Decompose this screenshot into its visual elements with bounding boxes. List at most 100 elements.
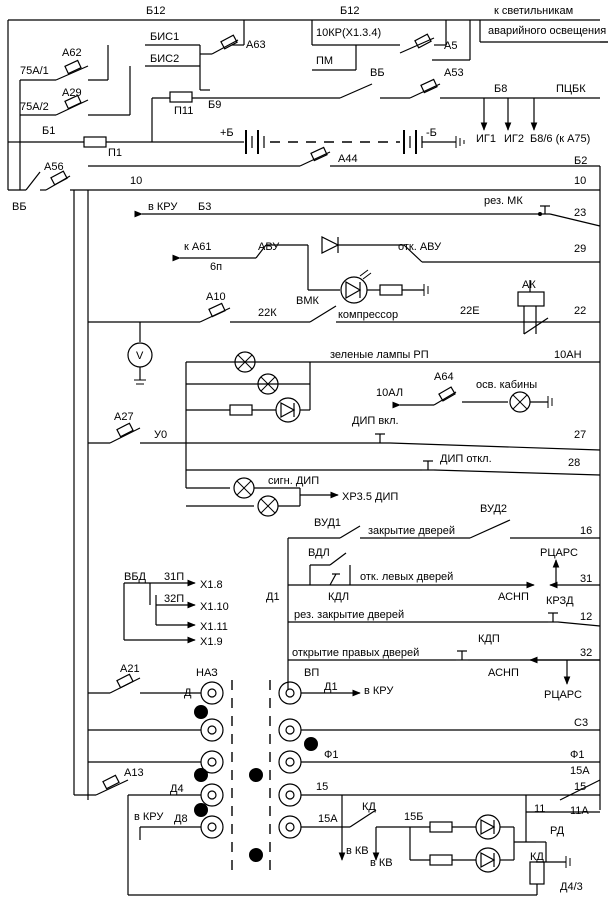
label-w15a-mid: 15А	[318, 813, 338, 825]
label-w32p: 32П	[164, 593, 184, 605]
label-d1-mid: Д1	[324, 681, 338, 693]
label-volt: V	[136, 350, 144, 362]
label-minus-b: -Б	[426, 127, 437, 139]
label-c3: С3	[574, 717, 588, 729]
label-b9: Б9	[208, 99, 221, 111]
top-bus-section	[7, 19, 608, 191]
vbd-block	[123, 579, 196, 644]
label-w10al: 10АЛ	[376, 387, 403, 399]
label-x19: Х1.9	[200, 636, 223, 648]
label-green-lamps: зеленые лампы РП	[330, 349, 429, 361]
label-avu: АВУ	[258, 241, 280, 253]
label-d-left: Д	[184, 687, 192, 699]
main-bus-10	[73, 166, 601, 810]
line-22	[88, 280, 600, 385]
label-p1: П1	[108, 147, 122, 159]
label-x110: Х1.10	[200, 601, 229, 613]
label-compressor: компрессор	[338, 309, 398, 321]
label-w31: 31	[580, 573, 592, 585]
label-w15-right: 15	[574, 781, 586, 793]
label-b12-right: Б12	[340, 5, 359, 17]
doors-section	[287, 519, 601, 690]
label-w15b: 15Б	[404, 811, 423, 823]
label-to-a61: к А61	[184, 241, 211, 253]
label-w11a: 11А	[570, 805, 589, 817]
label-rcars-top: РЦАРС	[540, 547, 578, 559]
label-kr: 10КР(Х1.3.4)	[316, 27, 381, 39]
label-to-kru-2: в КРУ	[364, 685, 394, 697]
label-d4-3: Д4/3	[560, 881, 583, 893]
label-vb-left: ВБ	[12, 201, 27, 213]
label-p11: П11	[174, 105, 193, 117]
label-w23: 23	[574, 207, 586, 219]
label-rd: РД	[550, 825, 565, 837]
label-ak: АК	[522, 279, 536, 291]
label-w22k: 22К	[258, 307, 277, 319]
label-ig2: ИГ2	[504, 133, 524, 145]
label-cab-light: осв. кабины	[476, 379, 537, 391]
label-d8: Д8	[174, 813, 188, 825]
label-w28: 28	[568, 457, 580, 469]
label-vmk: ВМК	[296, 295, 320, 307]
label-to-kv-1: в КВ	[346, 845, 369, 857]
labels: Б12 Б12 к светильникам аварийного освеще…	[12, 5, 606, 893]
label-rcars-bottom: РЦАРС	[544, 689, 582, 701]
label-w10: 10	[130, 175, 142, 187]
label-bis2: БИС2	[150, 53, 179, 65]
label-vb-top: ВБ	[370, 67, 385, 79]
label-b12-left: Б12	[146, 5, 165, 17]
label-f1-right: Ф1	[570, 749, 584, 761]
line-29	[172, 236, 600, 304]
line-23	[134, 205, 601, 227]
label-door-close: закрытие дверей	[368, 525, 455, 537]
label-a27: А27	[114, 411, 134, 423]
label-w10-right: 10	[574, 175, 586, 187]
label-xr-dip: ХР3.5 ДИП	[342, 491, 398, 503]
label-krzd: КРЗД	[546, 595, 574, 607]
label-d4: Д4	[170, 783, 184, 795]
label-w16: 16	[580, 525, 592, 537]
label-ig1: ИГ1	[476, 133, 496, 145]
label-to-emergency-2: аварийного освещения	[488, 25, 606, 37]
label-a10: А10	[206, 291, 226, 303]
label-sign-dip: сигн. ДИП	[268, 475, 319, 487]
line-27-28	[88, 422, 601, 517]
label-naz: НАЗ	[196, 667, 218, 679]
label-a63: А63	[246, 39, 266, 51]
label-res-mk: рез. МК	[484, 195, 523, 207]
label-a21: А21	[120, 663, 140, 675]
label-a13: А13	[124, 767, 144, 779]
label-a62: А62	[62, 47, 82, 59]
label-to-emergency-1: к светильникам	[494, 5, 573, 17]
label-w29: 29	[574, 243, 586, 255]
label-asnp-bottom: АСНП	[488, 667, 519, 679]
label-w27: 27	[574, 429, 586, 441]
label-to-kru-3: в КРУ	[134, 811, 164, 823]
label-b2: Б2	[574, 155, 587, 167]
rp-lamps	[185, 351, 600, 488]
label-to-kv-2: в КВ	[370, 857, 393, 869]
label-pm: ПМ	[316, 55, 333, 67]
label-asnp-top: АСНП	[498, 591, 529, 603]
label-bis1: БИС1	[150, 31, 179, 43]
label-plus-b: +Б	[220, 127, 234, 139]
kd-rd-section	[128, 779, 601, 896]
label-u0: У0	[154, 429, 167, 441]
label-vud2: ВУД2	[480, 503, 507, 515]
label-w75a1: 75А/1	[20, 65, 49, 77]
label-kd-top: КД	[362, 801, 376, 813]
label-w22: 22	[574, 305, 586, 317]
label-dip-off: ДИП откл.	[440, 453, 492, 465]
label-vbd: ВБД	[124, 571, 147, 583]
label-pcbk: ПЦБК	[556, 83, 586, 95]
label-w15a-right: 15А	[570, 765, 590, 777]
label-otk-left: отк. левых дверей	[360, 571, 453, 583]
label-b8: Б8	[494, 83, 507, 95]
label-a44: А44	[338, 153, 358, 165]
label-w15-mid: 15	[316, 781, 328, 793]
label-w12: 12	[580, 611, 592, 623]
label-w22e: 22Е	[460, 305, 480, 317]
label-open-right: открытие правых дверей	[292, 647, 419, 659]
label-a56: А56	[44, 161, 64, 173]
